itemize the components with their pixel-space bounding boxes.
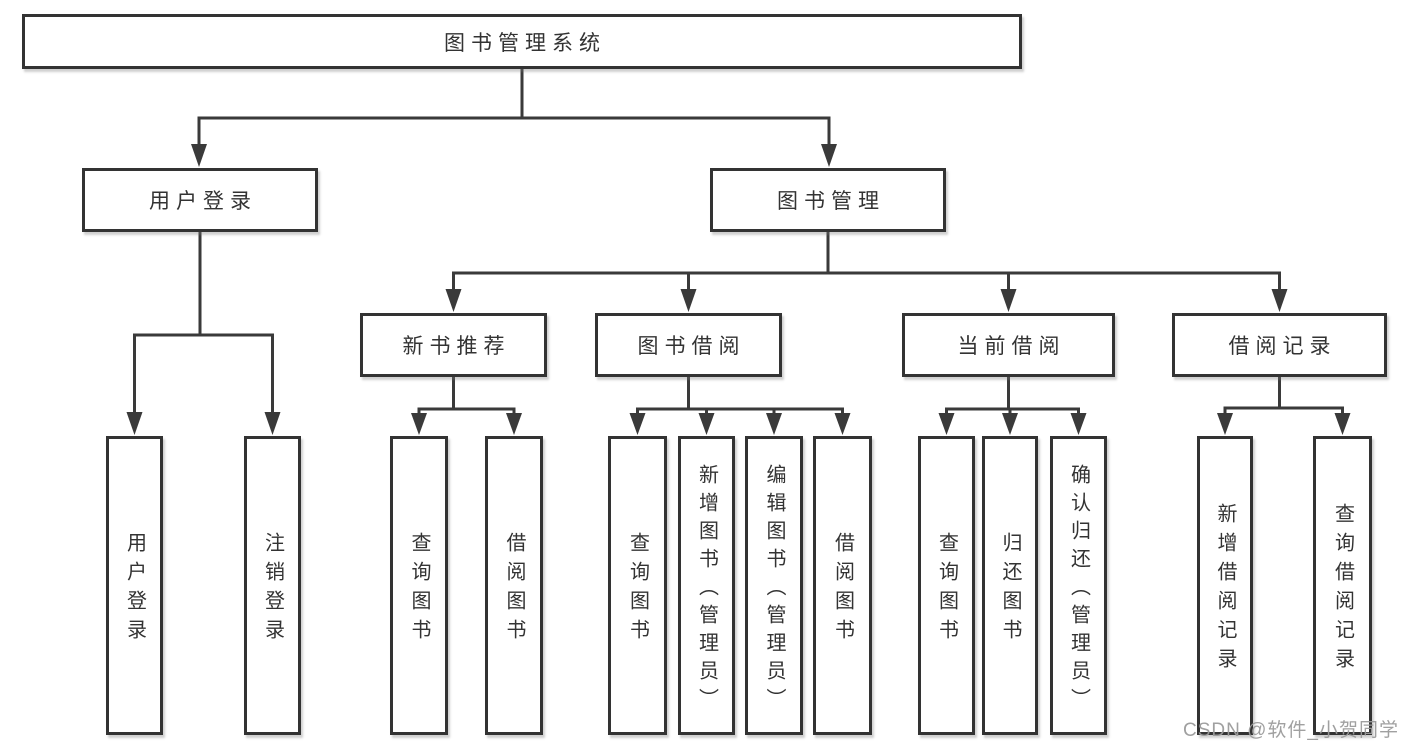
node-root-label: 图书管理系统 — [444, 31, 606, 55]
leaf-current-query-books-label: 查询图书 — [935, 532, 958, 648]
leaf-edit-book-admin-label: 编辑图书（管理员） — [763, 463, 785, 716]
node-book-management: 图书管理 — [710, 168, 946, 232]
leaf-current-query-books: 查询图书 — [918, 436, 975, 735]
leaf-newbooks-borrow-books-label: 借阅图书 — [503, 532, 525, 648]
leaf-query-borrow-record-label: 查询借阅记录 — [1331, 503, 1354, 677]
leaf-borrow-query-books: 查询图书 — [608, 436, 667, 735]
leaf-return-books: 归还图书 — [982, 436, 1038, 735]
leaf-user-login-label: 用户登录 — [123, 532, 146, 648]
leaf-logout-label: 注销登录 — [261, 532, 284, 648]
leaf-query-borrow-record: 查询借阅记录 — [1313, 436, 1372, 735]
leaf-user-login: 用户登录 — [106, 436, 163, 735]
leaf-borrow-borrow-books-label: 借阅图书 — [831, 532, 854, 648]
leaf-logout: 注销登录 — [244, 436, 301, 735]
node-root-system: 图书管理系统 — [22, 14, 1022, 69]
leaf-borrow-borrow-books: 借阅图书 — [813, 436, 872, 735]
leaf-newbooks-query-books: 查询图书 — [390, 436, 448, 735]
leaf-newbooks-borrow-books: 借阅图书 — [485, 436, 543, 735]
leaf-add-book-admin-label: 新增图书（管理员） — [695, 463, 718, 716]
leaf-add-book-admin: 新增图书（管理员） — [678, 436, 735, 735]
node-new-book-recommend-label: 新书推荐 — [402, 335, 511, 358]
csdn-watermark: CSDN @软件_小贺同学 — [1183, 720, 1399, 741]
leaf-return-books-label: 归还图书 — [999, 532, 1021, 648]
node-new-book-recommend: 新书推荐 — [360, 313, 547, 377]
leaf-borrow-query-books-label: 查询图书 — [626, 532, 649, 648]
leaf-add-borrow-record: 新增借阅记录 — [1197, 436, 1253, 735]
node-user-login: 用户登录 — [82, 168, 318, 232]
leaf-confirm-return-admin-label: 确认归还（管理员） — [1067, 463, 1090, 716]
node-borrow-records: 借阅记录 — [1172, 313, 1387, 377]
node-user-login-label: 用户登录 — [149, 190, 257, 213]
leaf-edit-book-admin: 编辑图书（管理员） — [745, 436, 803, 735]
leaf-confirm-return-admin: 确认归还（管理员） — [1050, 436, 1107, 735]
node-book-borrow-label: 图书借阅 — [637, 335, 746, 358]
arrowheads — [126, 144, 1351, 435]
leaf-add-borrow-record-label: 新增借阅记录 — [1214, 503, 1236, 677]
node-book-management-label: 图书管理 — [777, 190, 885, 213]
node-borrow-records-label: 借阅记录 — [1228, 335, 1337, 358]
node-book-borrow: 图书借阅 — [595, 313, 782, 377]
node-current-borrow: 当前借阅 — [902, 313, 1115, 377]
leaf-newbooks-query-books-label: 查询图书 — [408, 532, 430, 648]
node-current-borrow-label: 当前借阅 — [957, 335, 1066, 358]
